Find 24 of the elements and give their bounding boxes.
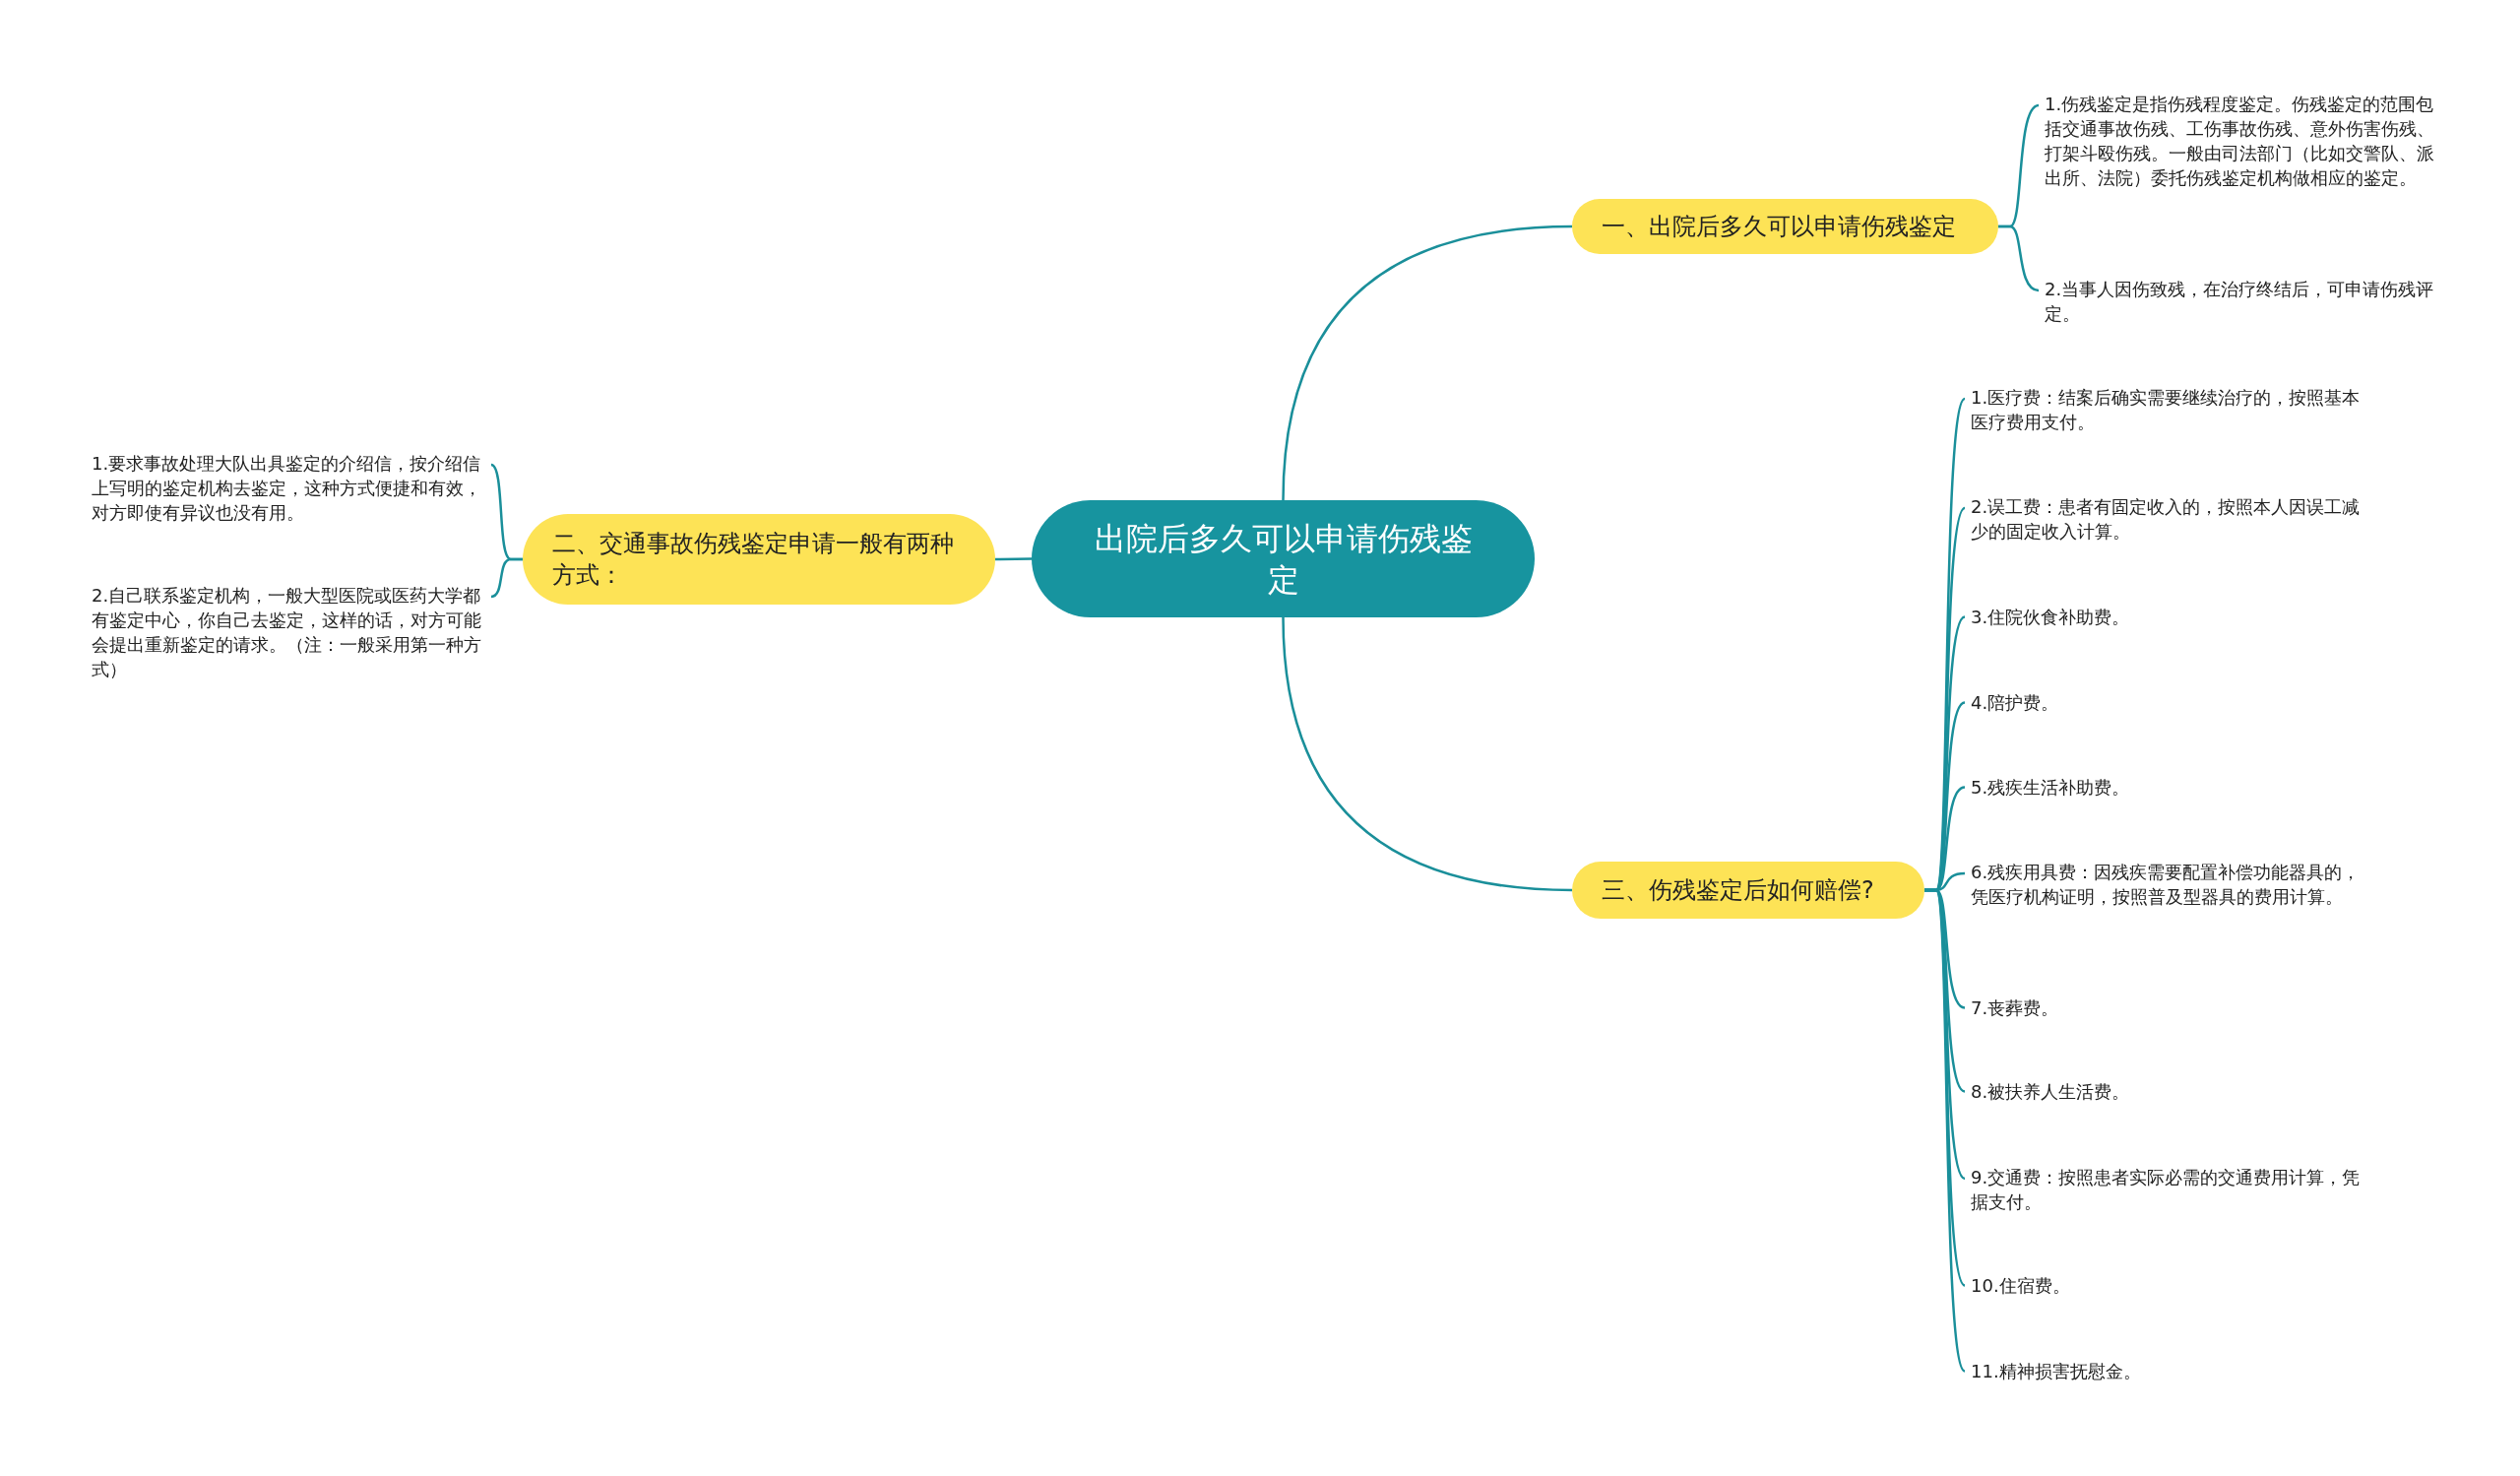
- note-text: 2.自己联系鉴定机构，一般大型医院或医药大学都有鉴定中心，你自己去鉴定，这样的话，对方可能会提出重新鉴定的请求。（注：一般采用第一种方式）: [92, 583, 485, 681]
- topic-pill: 二、交通事故伤残鉴定申请一般有两种方式：: [523, 514, 995, 605]
- note-text: 8.被扶养人生活费。: [1971, 1079, 2369, 1104]
- note-text: 10.住宿费。: [1971, 1273, 2369, 1298]
- note-text: 3.住院伙食补助费。: [1971, 605, 2369, 629]
- note-text: 7.丧葬费。: [1971, 995, 2369, 1020]
- topic-pill: 三、伤残鉴定后如何赔偿?: [1572, 862, 1924, 919]
- connector-line: [1282, 225, 1573, 501]
- note-text: 1.伤残鉴定是指伤残程度鉴定。伤残鉴定的范围包括交通事故伤残、工伤事故伤残、意外伤害伤残、打架斗殴伤残。一般由司法部门（比如交警队、派出所、法院）委托伤残鉴定机构做相应的鉴定。: [2045, 92, 2438, 190]
- note-text: 9.交通费：按照患者实际必需的交通费用计算，凭据支付。: [1971, 1165, 2369, 1214]
- note-text: 2.误工费：患者有固定收入的，按照本人因误工减少的固定收入计算。: [1971, 494, 2369, 544]
- central-topic: 出院后多久可以申请伤残鉴定: [1032, 500, 1535, 617]
- note-text: 1.要求事故处理大队出具鉴定的介绍信，按介绍信上写明的鉴定机构去鉴定，这种方式便捷和有效，对方即使有异议也没有用。: [92, 451, 485, 525]
- note-text: 11.精神损害抚慰金。: [1971, 1359, 2369, 1383]
- connector-line: [490, 557, 523, 599]
- note-text: 6.残疾用具费：因残疾需要配置补偿功能器具的，凭医疗机构证明，按照普及型器具的费用计算。: [1971, 860, 2369, 909]
- connector-line: [1998, 225, 2040, 292]
- note-text: 5.残疾生活补助费。: [1971, 775, 2369, 800]
- connector-line: [1282, 616, 1573, 892]
- connector-line: [995, 557, 1032, 561]
- note-text: 4.陪护费。: [1971, 690, 2369, 715]
- topic-pill: 一、出院后多久可以申请伤残鉴定: [1572, 199, 1998, 254]
- note-text: 2.当事人因伤致残，在治疗终结后，可申请伤残评定。: [2045, 277, 2438, 326]
- note-text: 1.医疗费：结案后确实需要继续治疗的，按照基本医疗费用支付。: [1971, 385, 2369, 434]
